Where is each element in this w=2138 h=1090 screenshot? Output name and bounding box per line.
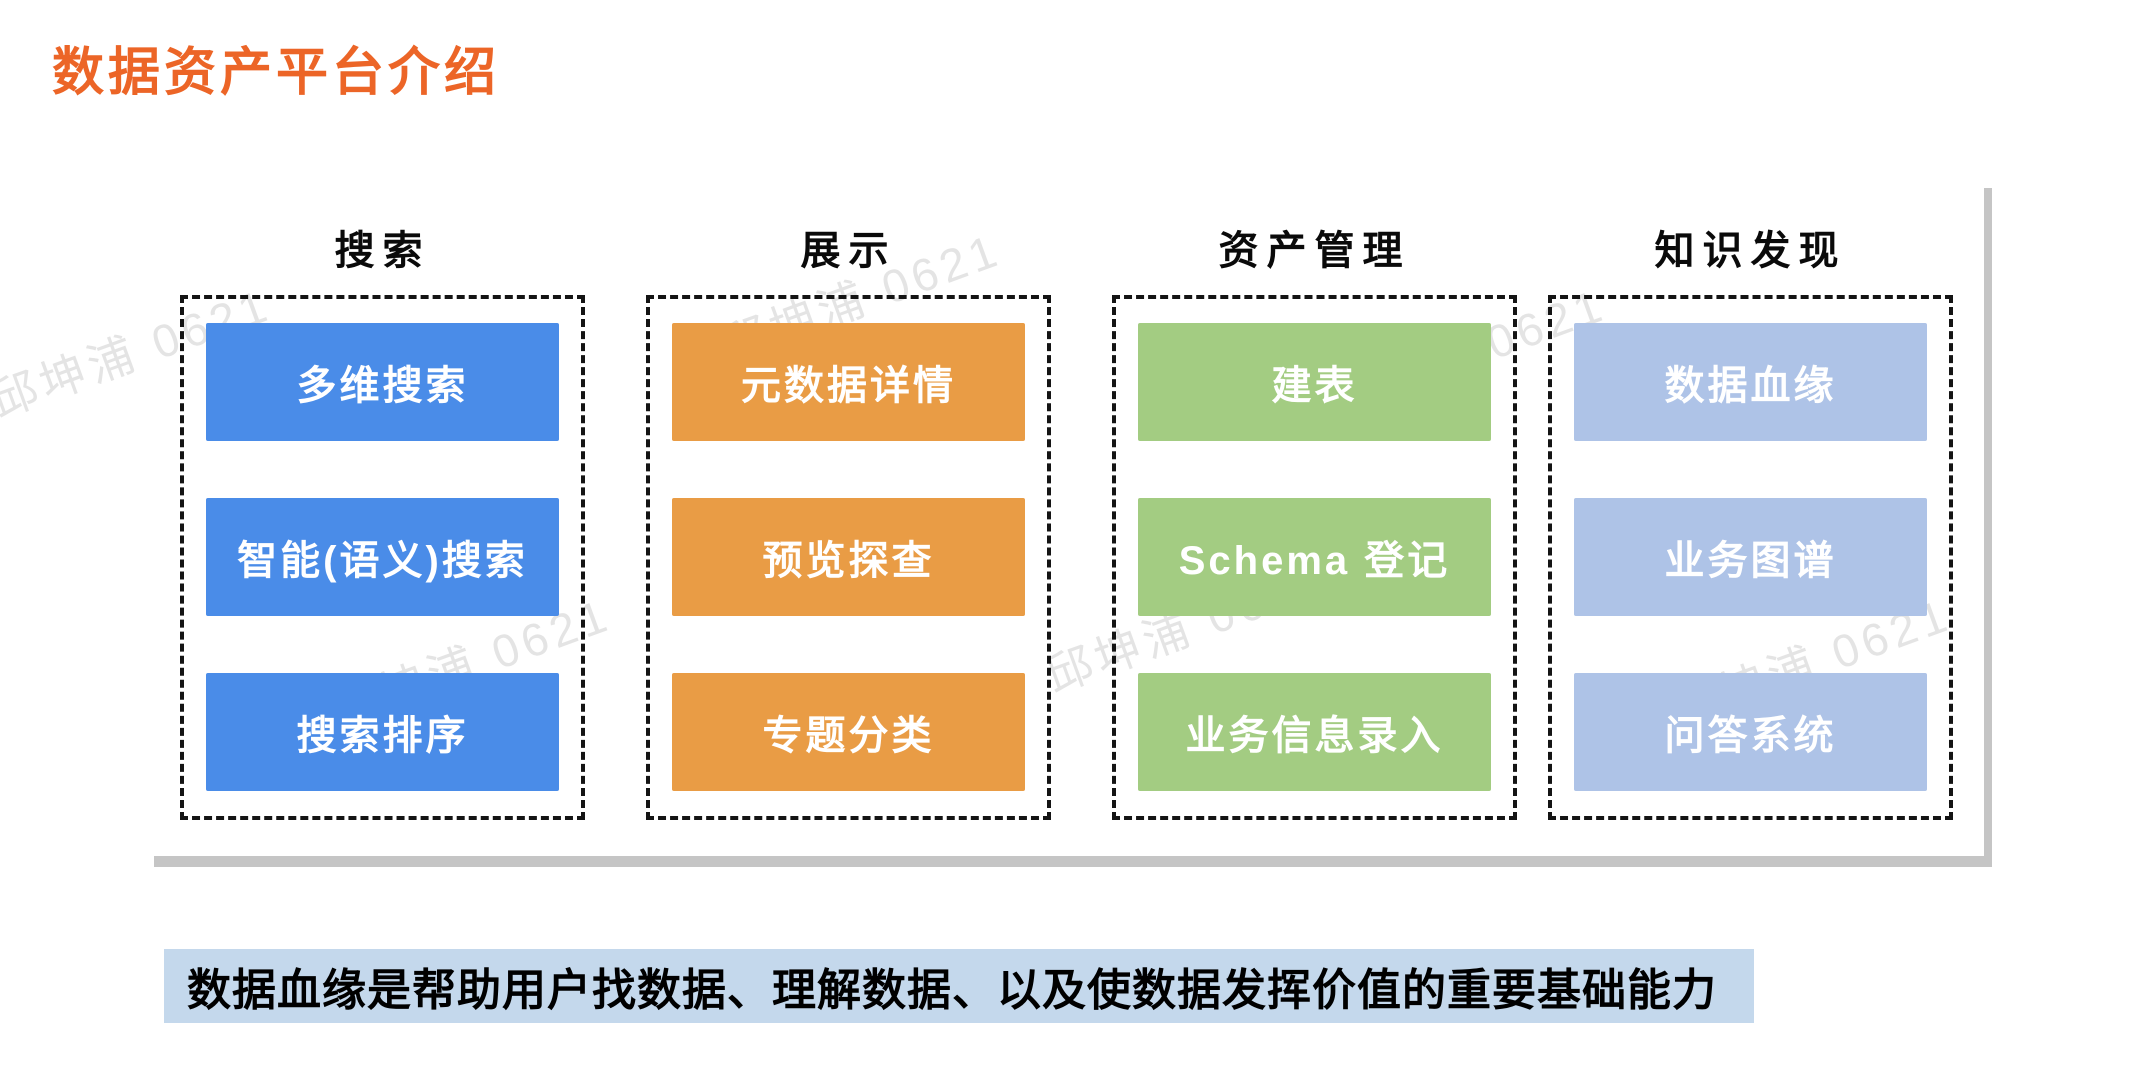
page-title: 数据资产平台介绍: [52, 44, 501, 102]
callout-highlight: 数据血缘是帮助用户找数据、理解数据、以及使数据发挥价值的重要基础能力: [164, 949, 1754, 1023]
column-box-display: 元数据详情 预览探查 专题分类: [646, 295, 1051, 820]
column-header-knowledge-discovery: 知识发现: [1654, 229, 1847, 273]
tile-data-lineage: 数据血缘: [1574, 323, 1927, 441]
tile-preview-exploration: 预览探查: [672, 498, 1025, 616]
slide-shadow-right: [1984, 188, 1992, 867]
column-header-display: 展示: [800, 229, 897, 273]
tile-business-graph: 业务图谱: [1574, 498, 1927, 616]
tile-semantic-search: 智能(语义)搜索: [206, 498, 559, 616]
tile-metadata-details: 元数据详情: [672, 323, 1025, 441]
tile-qa-system: 问答系统: [1574, 673, 1927, 791]
column-box-knowledge-discovery: 数据血缘 业务图谱 问答系统: [1548, 295, 1953, 820]
column-box-search: 多维搜索 智能(语义)搜索 搜索排序: [180, 295, 585, 820]
column-box-asset-management: 建表 Schema 登记 业务信息录入: [1112, 295, 1517, 820]
column-header-asset-management: 资产管理: [1218, 229, 1411, 273]
tile-search-ranking: 搜索排序: [206, 673, 559, 791]
tile-topic-classification: 专题分类: [672, 673, 1025, 791]
column-header-search: 搜索: [334, 229, 431, 273]
tile-business-info-entry: 业务信息录入: [1138, 673, 1491, 791]
tile-schema-registration: Schema 登记: [1138, 498, 1491, 616]
tile-multidimensional-search: 多维搜索: [206, 323, 559, 441]
slide-shadow-bottom: [154, 856, 1992, 867]
tile-create-table: 建表: [1138, 323, 1491, 441]
